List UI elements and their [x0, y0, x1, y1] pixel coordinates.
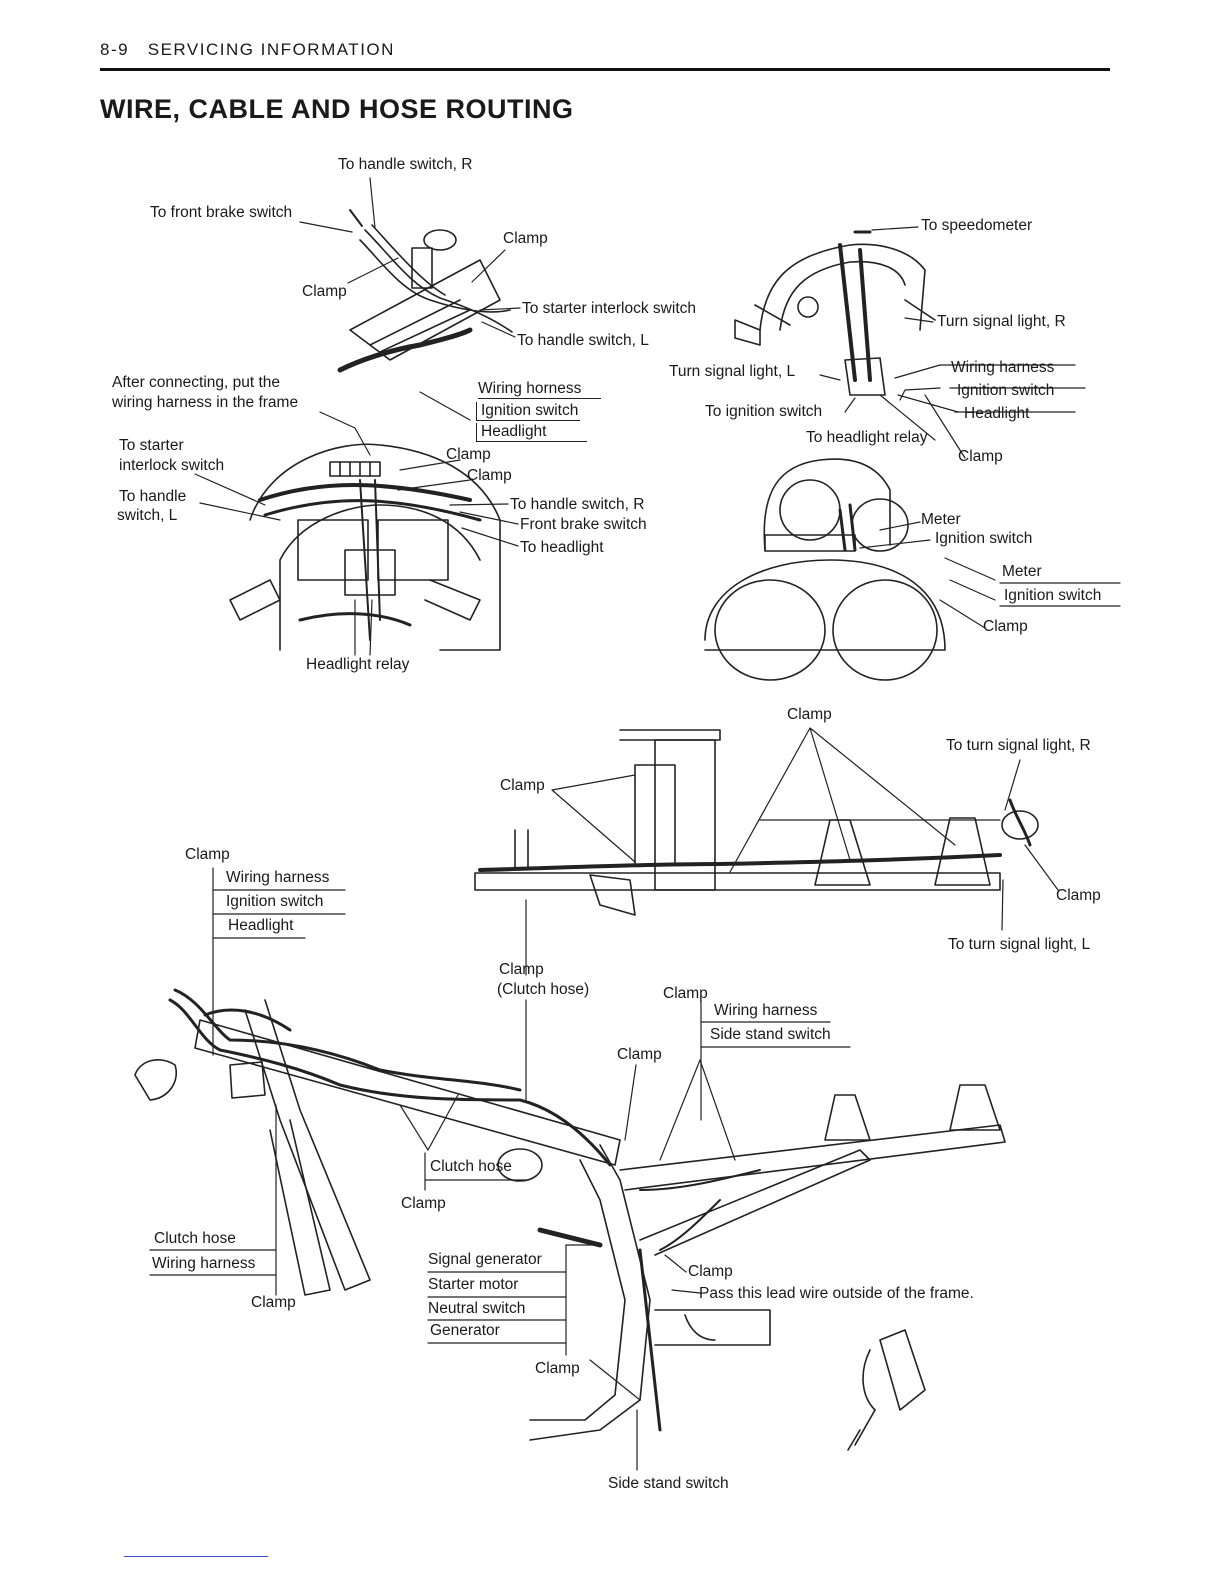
label-to-handle-switch-l: To handle switch, L	[517, 332, 649, 349]
label-clamp: Clamp	[535, 1360, 580, 1377]
handlebar-illustration	[337, 209, 513, 373]
label-wiring-harness: Wiring harness	[226, 869, 330, 886]
label-meter: Meter	[921, 511, 961, 528]
label-clamp: Clamp	[958, 448, 1003, 465]
label-clutch-hose: Clutch hose	[430, 1158, 512, 1175]
label-headlight-relay: Headlight relay	[306, 656, 410, 673]
diagram1-leaders	[194, 177, 521, 656]
label-ignition-switch: Ignition switch	[957, 382, 1055, 399]
label-to-handle-line2: switch, L	[117, 507, 178, 524]
label-clamp: Clamp	[503, 230, 548, 247]
label-to-starter-line2: interlock switch	[119, 457, 225, 474]
label-starter-motor: Starter motor	[428, 1276, 519, 1293]
label-turn-signal-light-r: Turn signal light, R	[937, 313, 1066, 330]
label-headlight: Headlight	[964, 405, 1030, 422]
frame-cross-member-illustration	[474, 729, 1039, 916]
label-to-headlight: To headlight	[520, 539, 604, 556]
label-neutral-switch: Neutral switch	[428, 1300, 526, 1317]
label-after-connecting-line2: wiring harness in the frame	[112, 394, 299, 411]
label-to-starter-interlock-switch: To starter interlock switch	[522, 300, 696, 317]
label-clamp: Clamp	[1056, 887, 1101, 904]
label-clamp: Clamp	[302, 283, 347, 300]
page-title: WIRE, CABLE AND HOSE ROUTING	[100, 94, 574, 124]
label-ignition-switch: Ignition switch	[226, 893, 324, 910]
label-clamp: Clamp	[251, 1294, 296, 1311]
meter-bracket-illustration	[734, 230, 936, 396]
label-wiring-harness: Wiring harness	[152, 1255, 256, 1272]
label-turn-signal-light-l: Turn signal light, L	[669, 363, 796, 380]
headlight-housing-illustration	[229, 443, 501, 651]
label-signal-generator: Signal generator	[428, 1251, 542, 1268]
label-clamp: Clamp	[500, 777, 545, 794]
label-clamp: Clamp	[467, 467, 512, 484]
label-front-brake-switch: Front brake switch	[520, 516, 647, 533]
page-number: 8-9	[100, 40, 130, 59]
label-clamp: Clamp	[983, 618, 1028, 635]
page-header: 8-9 SERVICING INFORMATION	[100, 40, 395, 60]
diagram4-leaders	[149, 867, 851, 1471]
side-stand-switch-illustration	[847, 1329, 926, 1451]
label-wiring-harness: Wiring harness	[951, 359, 1055, 376]
label-clamp: Clamp	[401, 1195, 446, 1212]
header-rule	[100, 68, 1110, 71]
label-to-front-brake-switch: To front brake switch	[150, 204, 293, 221]
label-clamp: Clamp	[185, 846, 230, 863]
label-to-ignition-switch: To ignition switch	[705, 403, 823, 420]
label-clutch-hose: Clutch hose	[154, 1230, 236, 1247]
label-wiring-horness: Wiring horness	[478, 380, 602, 399]
label-clamp: Clamp	[617, 1046, 662, 1063]
label-clamp: Clamp	[446, 446, 491, 463]
harness-routing-illustration	[168, 988, 761, 1251]
label-after-connecting-line1: After connecting, put the	[112, 374, 281, 391]
label-to-handle-switch-r: To handle switch, R	[338, 156, 473, 173]
label-ignition-switch: Ignition switch	[1004, 587, 1102, 604]
label-pass-lead-wire: Pass this lead wire outside of the frame…	[699, 1285, 974, 1302]
label-clamp-clutch-hose: Clamp	[499, 961, 544, 978]
label-headlight: Headlight	[228, 917, 294, 934]
label-ignition-switch: Ignition switch	[935, 530, 1033, 547]
label-generator: Generator	[430, 1322, 500, 1339]
label-meter: Meter	[1002, 563, 1042, 580]
main-frame-illustration	[134, 999, 1006, 1441]
label-side-stand-switch: Side stand switch	[608, 1475, 729, 1492]
diagram3-leaders	[551, 727, 1059, 931]
label-to-handle-switch-r-2: To handle switch, R	[510, 496, 645, 513]
label-to-turn-signal-light-l: To turn signal light, L	[948, 936, 1091, 953]
label-clamp: Clamp	[688, 1263, 733, 1280]
label-headlight: Headlight	[476, 423, 587, 442]
label-clamp: Clamp	[787, 706, 832, 723]
label-to-turn-signal-light-r: To turn signal light, R	[946, 737, 1091, 754]
label-to-handle-line1: To handle	[119, 488, 187, 505]
label-side-stand-switch: Side stand switch	[710, 1026, 831, 1043]
section-title: SERVICING INFORMATION	[147, 40, 395, 59]
label-wiring-harness: Wiring harness	[714, 1002, 818, 1019]
label-clamp: Clamp	[663, 985, 708, 1002]
label-to-starter-line1: To starter	[119, 437, 184, 454]
label-to-speedometer: To speedometer	[921, 217, 1033, 234]
label-to-headlight-relay: To headlight relay	[806, 429, 928, 446]
label-ignition-switch: Ignition switch	[476, 402, 581, 421]
diagram2-leaders	[819, 226, 1121, 629]
footer-line	[124, 1556, 268, 1557]
speedometer-cluster-illustration	[704, 458, 946, 681]
label-clutch-hose-paren: (Clutch hose)	[497, 981, 590, 998]
